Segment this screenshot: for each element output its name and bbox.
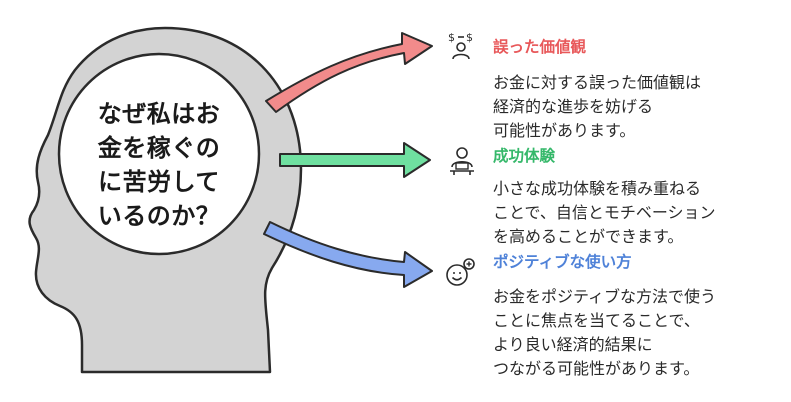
- arrow-positive-use: [263, 221, 433, 288]
- central-question-line: いるのか？: [97, 202, 221, 230]
- arrow-misguided-values: [265, 32, 433, 113]
- item-desc-line: より良い経済的結果に: [493, 335, 653, 354]
- item-desc-line: を高めることができます。: [493, 227, 684, 246]
- central-question-line: なぜ私はお: [97, 100, 221, 128]
- smile-plus-icon: [446, 258, 475, 286]
- central-question-line: に苦労して: [98, 168, 220, 196]
- item-desc-line: ことに焦点を当てることで、: [493, 311, 700, 330]
- item-desc-line: お金に対する誤った価値観は: [493, 73, 702, 92]
- central-question: なぜ私はお 金を稼ぐの に苦労して いるのか？: [71, 97, 247, 233]
- item-title-misguided-values: 誤った価値観: [493, 38, 587, 56]
- central-question-line: 金を稼ぐの: [97, 134, 221, 162]
- item-desc-positive-use: お金をポジティブな方法で使う ことに焦点を当てることで、 より良い経済的結果に …: [493, 285, 783, 381]
- svg-text:$: $: [448, 31, 455, 44]
- item-desc-success-experience: 小さな成功体験を積み重ねる ことで、自信とモチベーション を高めることができます…: [493, 177, 783, 249]
- item-title-success-experience: 成功体験: [493, 147, 556, 165]
- item-desc-line: つながる可能性があります。: [493, 359, 700, 378]
- item-desc-line: お金をポジティブな方法で使う: [493, 287, 717, 306]
- item-desc-line: ことで、自信とモチベーション: [493, 203, 716, 222]
- svg-text:$: $: [466, 31, 473, 44]
- item-desc-line: 小さな成功体験を積み重ねる: [493, 179, 702, 198]
- thought-circle: [57, 52, 261, 256]
- arrow-success-experience: [279, 142, 431, 178]
- person-at-desk-icon: [450, 147, 474, 175]
- dollar-person-icon: $ $: [448, 31, 473, 60]
- item-title-positive-use: ポジティブな使い方: [493, 253, 632, 271]
- item-desc-misguided-values: お金に対する誤った価値観は 経済的な進歩を妨げる 可能性があります。: [493, 71, 783, 143]
- item-desc-line: 可能性があります。: [493, 121, 636, 140]
- item-desc-line: 経済的な進歩を妨げる: [493, 97, 654, 116]
